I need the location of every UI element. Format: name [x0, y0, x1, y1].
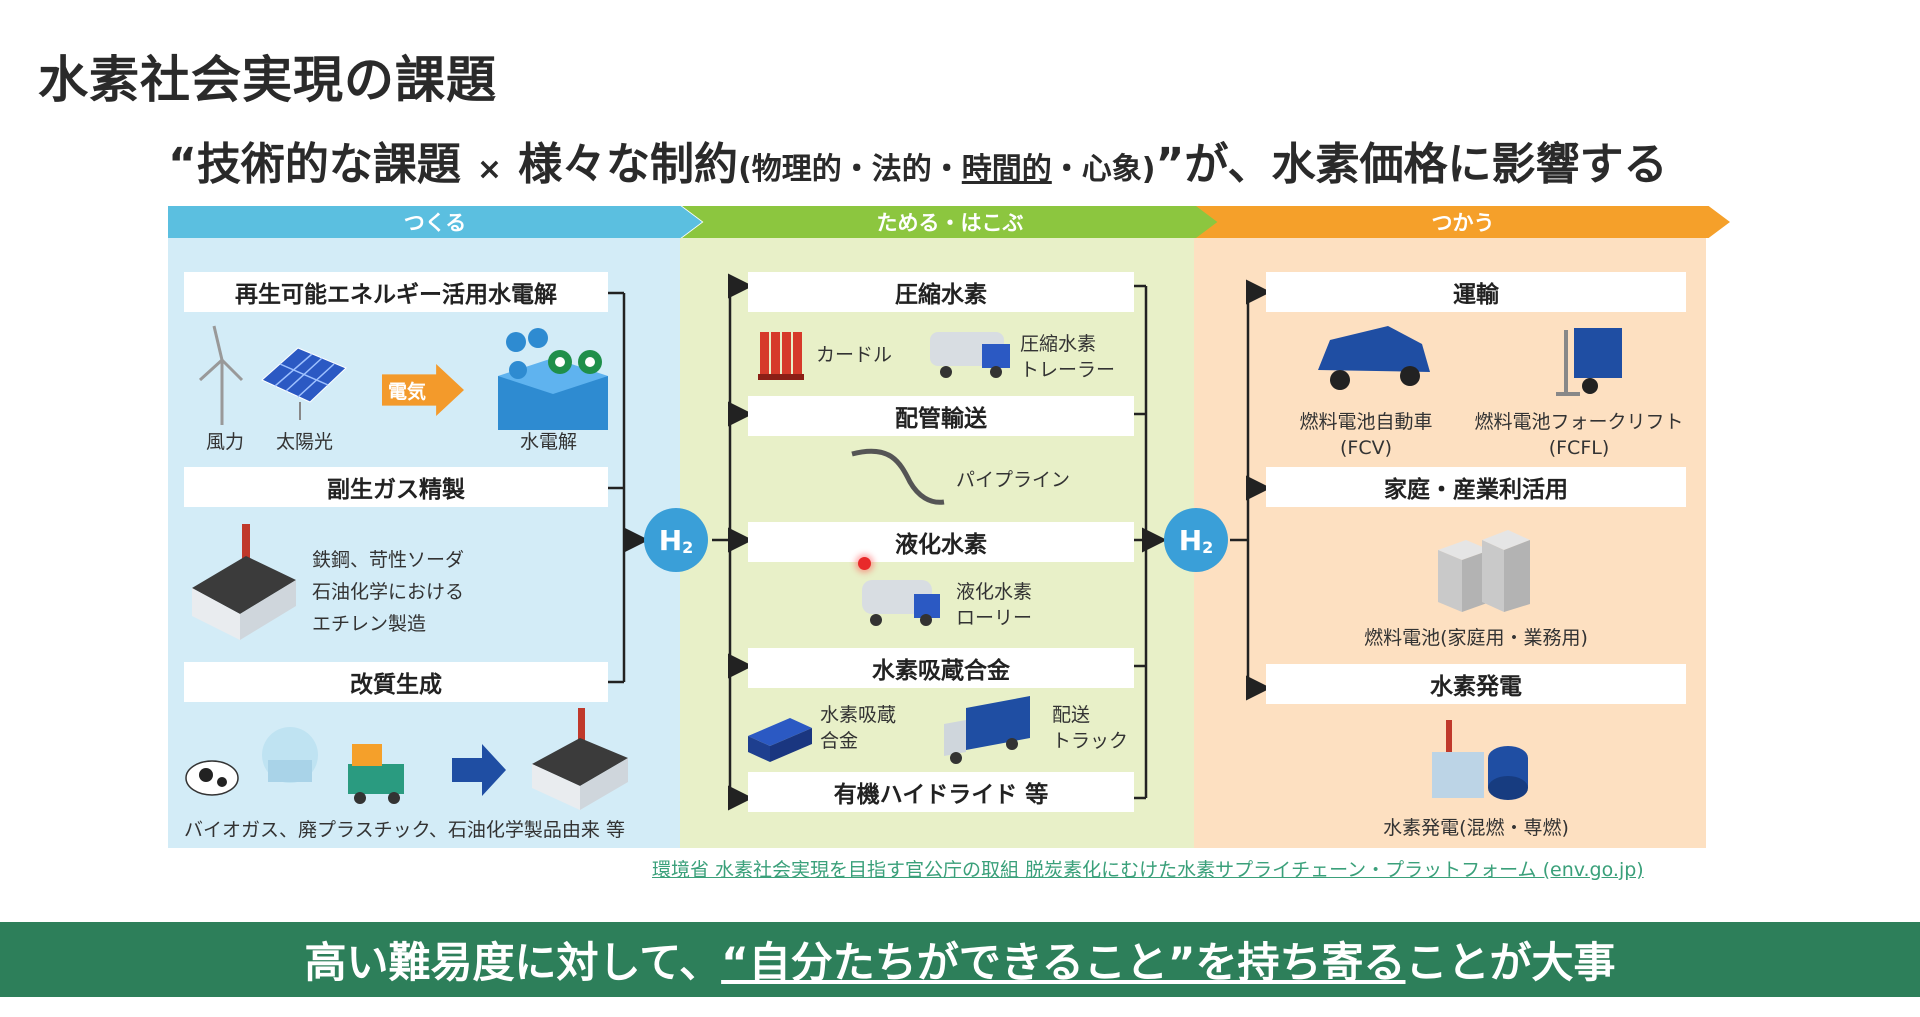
subtitle-paren: (物理的・法的・	[738, 152, 962, 187]
label-fcv-line2: (FCV)	[1339, 437, 1393, 459]
lorry-icon	[862, 580, 940, 626]
stage-band-make: つくる	[168, 206, 702, 238]
wind-turbine-icon	[198, 325, 244, 425]
category-hydrogen-alloy: 水素吸蔵合金	[748, 648, 1134, 688]
label-solar: 太陽光	[276, 431, 334, 453]
stage-band-store: ためる・はこぶ	[682, 206, 1218, 238]
solar-panel-icon	[261, 347, 347, 420]
bottom-message-part1: 高い難易度に対して、	[304, 938, 722, 987]
fuel-cell-units-icon	[1438, 530, 1530, 612]
alloy-block-icon	[748, 718, 812, 762]
category-organic-hydride: 有機ハイドライド 等	[748, 772, 1134, 812]
category-compressed-hydrogen: 圧縮水素	[748, 272, 1134, 312]
factory-icon	[192, 524, 296, 640]
label-lorry-line2: ローリー	[956, 607, 1033, 629]
label-electrolysis: 水電解	[520, 431, 578, 453]
category-hydrogen-power: 水素発電	[1266, 664, 1686, 704]
label-fcv-line1: 燃料電池自動車	[1299, 411, 1433, 433]
label-alloy-line1: 水素吸蔵	[820, 704, 897, 726]
category-renewable-electrolysis: 再生可能エネルギー活用水電解	[184, 272, 608, 312]
label-power-generation: 水素発電(混燃・専燃)	[1383, 817, 1569, 839]
category-pipeline-transport: 配管輸送	[748, 396, 1134, 436]
cursor-pointer-dot	[858, 557, 871, 570]
label-truck-line2: トラック	[1052, 730, 1129, 752]
label-lorry-line1: 液化水素	[956, 581, 1033, 603]
hydrogen-symbol-2: H	[1178, 523, 1203, 557]
subtitle-paren-underlined: 時間的	[961, 152, 1052, 187]
garbage-truck-icon	[348, 744, 404, 804]
label-fcfl-line2: (FCFL)	[1548, 437, 1610, 459]
label-fuel-cell: 燃料電池(家庭用・業務用)	[1364, 627, 1588, 649]
pipeline-icon	[851, 448, 945, 505]
label-wind: 風力	[206, 431, 245, 453]
hydrogen-sub-2: 2	[1202, 537, 1214, 557]
subtitle-paren-end: ・心象)	[1051, 152, 1156, 187]
electricity-arrow-label: 電気	[388, 380, 427, 403]
category-reforming: 改質生成	[184, 662, 608, 702]
slide-title: 水素社会実現の課題	[38, 51, 497, 109]
subtitle-technical: 技術的な課題	[196, 139, 461, 190]
label-alloy-line2: 合金	[820, 730, 859, 752]
label-pipeline: パイプライン	[956, 469, 1071, 491]
gas-tank-icon	[262, 727, 318, 783]
electrolysis-tank-icon	[498, 328, 608, 430]
subtitle-quote-open: “	[168, 139, 197, 190]
label-truck-line1: 配送	[1052, 704, 1091, 726]
stage-band-use: つかう	[1196, 206, 1730, 238]
bottom-message-part3: ことが大事	[1405, 938, 1616, 987]
subtitle-effect: ”が、水素価格に影響する	[1155, 139, 1668, 190]
bottom-message-emphasis: “自分たちができること”を持ち寄る	[721, 938, 1406, 987]
category-home-industry: 家庭・産業利活用	[1266, 467, 1686, 507]
label-trailer-line1: 圧縮水素	[1020, 333, 1097, 355]
subtitle-cross: ×	[476, 152, 503, 187]
source-link[interactable]: 環境省 水素社会実現を目指す官公庁の取組 脱炭素化にむけた水素サプライチェーン・…	[652, 859, 1644, 881]
bottom-message-bar: 高い難易度に対して、“自分たちができること”を持ち寄ることが大事	[0, 922, 1920, 997]
fcv-car-icon	[1318, 326, 1430, 390]
slide-subtitle: “技術的な課題 × 様々な制約(物理的・法的・時間的・心象)”が、水素価格に影響する	[168, 128, 1668, 192]
label-curdle: カードル	[816, 344, 893, 366]
right-arrow-icon	[452, 744, 506, 796]
label-byproduct-line2: 石油化学における	[312, 581, 465, 603]
delivery-truck-icon	[944, 696, 1030, 764]
cow-icon	[185, 760, 239, 796]
hydrogen-symbol-1: H	[658, 523, 683, 557]
label-trailer-line2: トレーラー	[1020, 359, 1116, 381]
label-fcfl-line1: 燃料電池フォークリフト	[1474, 411, 1684, 433]
subtitle-constraints: 様々な制約	[518, 139, 739, 190]
tube-trailer-icon	[930, 332, 1010, 378]
store-bracket-lines	[1134, 279, 1271, 800]
forklift-icon	[1556, 328, 1622, 396]
make-bracket-lines	[608, 273, 753, 811]
label-byproduct-line3: エチレン製造	[312, 613, 427, 635]
label-reform-sources: バイオガス、廃プラスチック、石油化学製品由来 等	[184, 819, 625, 841]
label-byproduct-line1: 鉄鋼、苛性ソーダ	[312, 549, 465, 571]
category-byproduct-refining: 副生ガス精製	[184, 467, 608, 507]
power-plant-icon	[1432, 720, 1528, 800]
category-transport: 運輸	[1266, 272, 1686, 312]
plant-icon	[532, 708, 628, 810]
hydrogen-sub-1: 2	[682, 537, 694, 557]
category-liquid-hydrogen: 液化水素	[748, 522, 1134, 562]
curdle-cylinders-icon	[758, 332, 804, 380]
